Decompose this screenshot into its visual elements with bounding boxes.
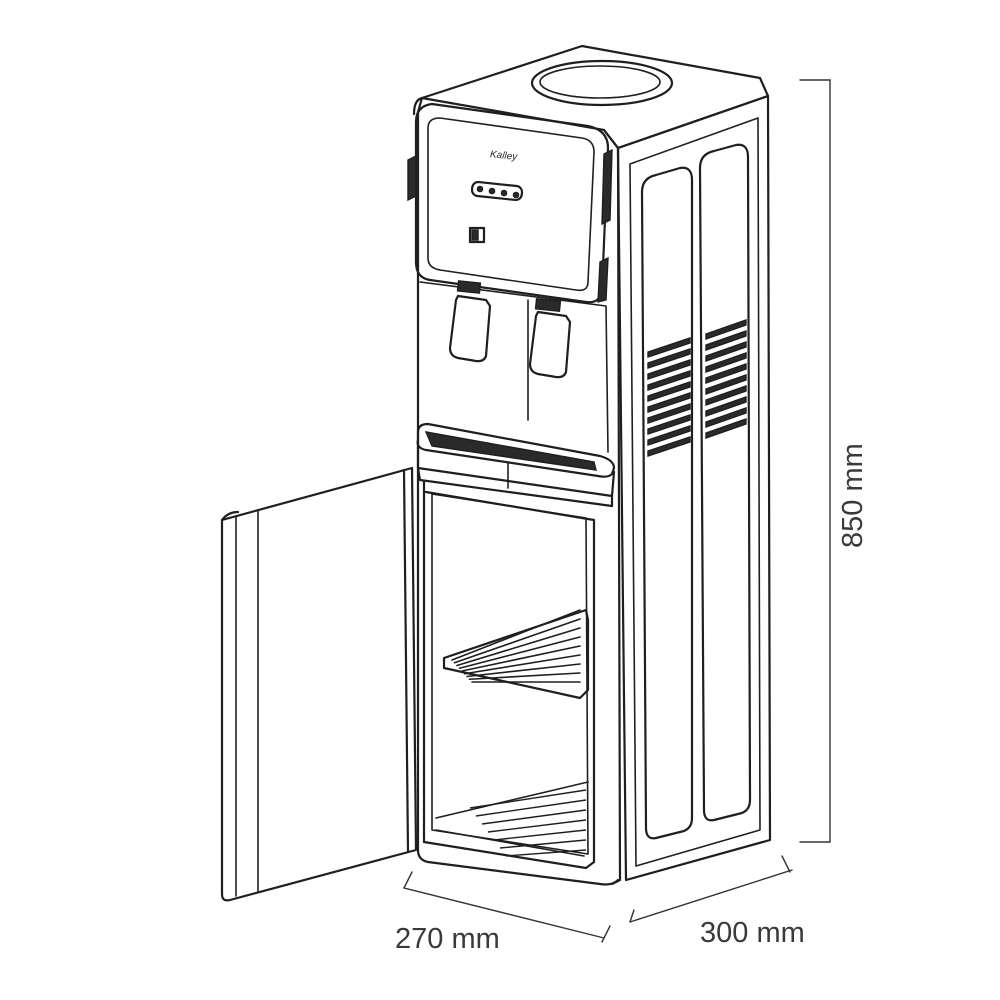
vent-slat <box>647 337 691 358</box>
vent-slat <box>705 418 747 439</box>
shelf-frame <box>442 608 590 700</box>
cabinet-interior <box>422 480 596 870</box>
child-lock-switch <box>468 226 486 244</box>
shelf-bar <box>468 672 581 681</box>
shelf-bar <box>456 627 581 667</box>
depth-label: 300 mm <box>700 917 805 949</box>
vent-slat <box>705 352 747 373</box>
depth-dimension <box>629 855 793 923</box>
shelf-bar <box>458 636 581 670</box>
indicator-light <box>512 191 520 199</box>
cold-water-tap <box>528 310 572 379</box>
height-label: 850 mm <box>837 443 869 548</box>
vent-slat <box>705 341 747 362</box>
dispenser-side-panel <box>616 94 772 882</box>
vent-slat <box>705 363 747 384</box>
cabinet-floor-grating <box>469 789 587 857</box>
floor-bar <box>475 799 587 817</box>
side-vents <box>647 319 747 457</box>
vent-slat <box>705 407 747 428</box>
vent-slat <box>647 359 691 380</box>
vent-slat <box>705 374 747 395</box>
shelf-bar <box>466 663 581 678</box>
vent-slat <box>647 348 691 369</box>
indicator-light <box>500 189 508 197</box>
shelf-bar <box>461 645 581 672</box>
indicator-light <box>488 187 496 195</box>
control-panel: Kalley <box>407 102 613 304</box>
width-label: 270 mm <box>395 923 500 955</box>
cabinet-shelf <box>442 608 590 700</box>
vent-slat <box>705 319 747 340</box>
width-dimension <box>403 871 611 943</box>
indicator-strip <box>470 180 524 202</box>
floor-bar <box>487 819 587 833</box>
bottle-opening <box>530 59 674 107</box>
floor-bar <box>469 789 587 809</box>
vent-slat <box>647 392 691 413</box>
floor-bar <box>499 839 587 849</box>
vent-slat <box>647 436 691 457</box>
vent-slat <box>647 370 691 391</box>
vent-slat <box>647 414 691 435</box>
vent-slat <box>647 381 691 402</box>
faucet-area <box>419 280 609 453</box>
hot-water-tap <box>448 294 492 363</box>
height-dimension <box>799 79 831 843</box>
dispenser-front <box>412 96 622 886</box>
vent-slat <box>705 396 747 417</box>
vent-slat <box>705 330 747 351</box>
shelf-bar <box>453 618 581 664</box>
floor-bar <box>493 829 587 841</box>
drip-tray <box>416 422 616 508</box>
brand-logo: Kalley <box>489 149 518 163</box>
side-channel-right <box>698 143 752 822</box>
floor-bar <box>505 849 587 857</box>
cabinet-door <box>220 466 418 902</box>
indicator-light <box>476 185 484 193</box>
shelf-bar <box>463 654 581 675</box>
vent-slat <box>705 385 747 406</box>
shelf-bar <box>451 609 581 661</box>
vent-slat <box>647 425 691 446</box>
side-channel-left <box>640 166 694 840</box>
vent-slat <box>647 403 691 424</box>
floor-bar <box>481 809 587 825</box>
